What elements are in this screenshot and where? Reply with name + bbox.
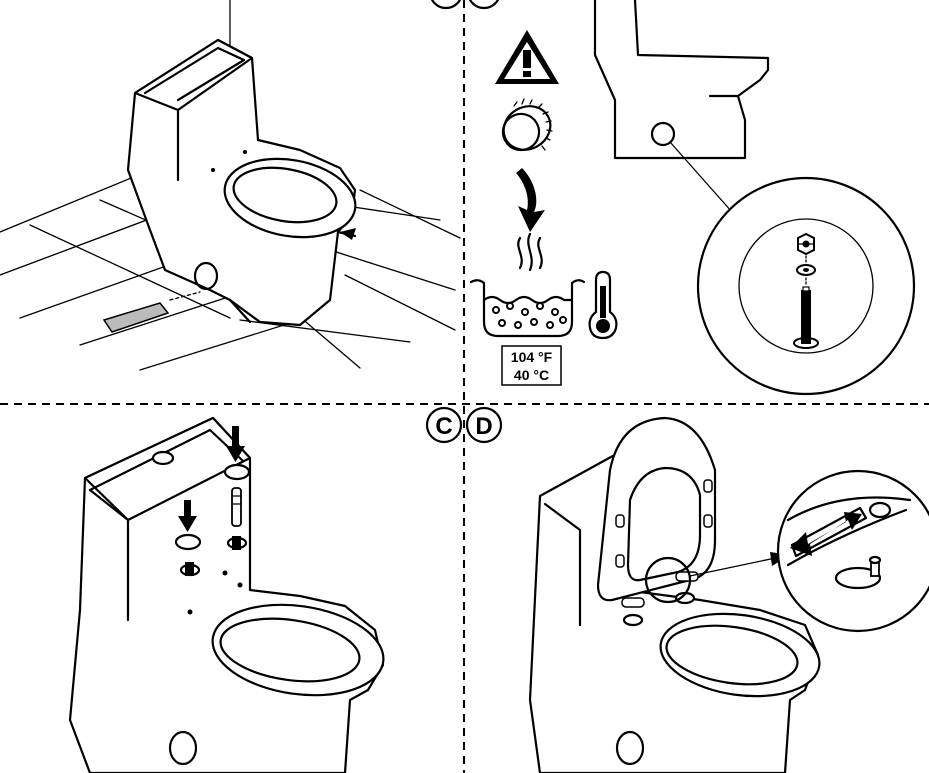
step-label-b: B [468,0,500,10]
temperature-fahrenheit: 104 °F [511,349,553,365]
temperature-celsius: 40 °C [514,367,549,383]
down-arrow-icon [226,426,245,462]
side-bolt-hole-c [168,730,198,766]
toilet-tank-top-c [83,416,252,522]
svg-text:A: A [437,0,454,6]
bolt-zoom-circle [696,176,916,396]
washer-icon [796,264,816,276]
warning-icon [495,30,559,84]
floor-tape [102,291,201,333]
water-tub-icon [469,279,586,338]
down-arrow-icon [178,500,197,532]
nut-icon [797,232,815,256]
side-bolt-hole-d [615,730,645,766]
double-arrow-icon [790,512,862,556]
svg-text:D: D [475,413,492,440]
side-bolt-hole-a [193,261,219,291]
svg-text:C: C [435,413,452,440]
step-label-d: D [465,406,503,444]
hinge-zoom-circle [776,469,929,633]
wax-ring-icon [501,98,553,152]
step-label-c: C [425,406,463,444]
bolt-cap-left [174,533,202,551]
hinge-highlight [644,556,692,604]
temperature-box: 104 °F 40 °C [501,345,562,386]
panel-c-tank-bolts [68,416,385,773]
bolt-cap-right [223,463,251,481]
screw-right [231,487,242,527]
svg-text:B: B [475,0,492,6]
panel-a-toilet-floor [0,0,461,371]
side-bolt-hole-b [650,121,676,147]
panel-b-side-bolt [593,0,916,396]
tank-top-hole [151,450,175,466]
steam-icon [517,232,543,272]
bolt-icon [793,286,819,349]
down-arrow-icon [516,168,545,232]
step-label-a: A [430,0,462,10]
panel-d-seat-install [528,416,929,773]
thermometer-icon [588,270,618,340]
toilet-tank-top-a [133,38,254,112]
